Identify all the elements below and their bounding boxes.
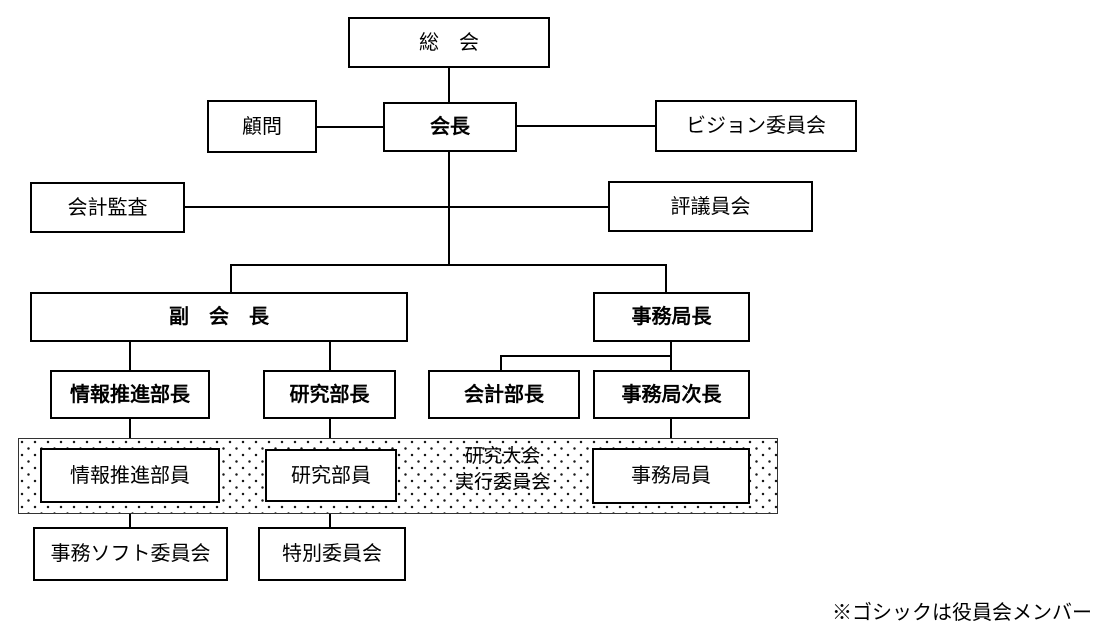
- node-info-promotion-member-label: 情報推進部員: [70, 464, 190, 487]
- node-vision-committee-label: ビジョン委員会: [686, 115, 826, 137]
- node-general-meeting: 総 会: [348, 17, 550, 68]
- connector-audit-council: [185, 206, 608, 208]
- node-secretariat-member: 事務局員: [592, 448, 750, 504]
- node-accounting-audit: 会計監査: [30, 182, 185, 233]
- research-conference-zone-label: 研究大会 実行委員会: [425, 444, 580, 495]
- node-secretariat-chief-label: 事務局長: [631, 306, 712, 328]
- connector-research-chief-member: [329, 419, 331, 449]
- node-research-member-label: 研究部員: [291, 464, 371, 487]
- connector-branch-vice-president: [230, 264, 232, 292]
- node-accounting-audit-label: 会計監査: [67, 196, 148, 219]
- node-advisor-label: 顧問: [242, 115, 282, 138]
- node-secretariat-deputy-label: 事務局次長: [621, 383, 722, 406]
- node-info-promotion-member: 情報推進部員: [40, 448, 220, 503]
- node-research-member: 研究部員: [265, 449, 397, 502]
- node-general-meeting-label: 総 会: [419, 31, 479, 54]
- connector-branch-horizontal: [230, 264, 667, 266]
- node-president-label: 会長: [430, 116, 470, 138]
- node-office-soft-committee: 事務ソフト委員会: [33, 527, 228, 581]
- node-accounting-chief: 会計部長: [428, 370, 580, 419]
- connector-info-chief-member: [129, 419, 131, 448]
- node-research-chief: 研究部長: [263, 370, 396, 419]
- connector-branch-secretariat-chief: [665, 264, 667, 292]
- zone-label-line2: 実行委員会: [454, 471, 550, 493]
- connector-president-down: [448, 152, 450, 265]
- node-special-committee-label: 特別委員会: [282, 543, 382, 565]
- connector-advisor-president: [317, 126, 383, 128]
- node-info-promotion-chief-label: 情報推進部長: [70, 383, 190, 406]
- node-secretariat-chief: 事務局長: [593, 292, 750, 342]
- connector-vice-info-chief: [129, 342, 131, 370]
- node-secretariat-member-label: 事務局員: [631, 465, 711, 487]
- node-president: 会長: [383, 102, 517, 152]
- connector-research-member-special-committee: [329, 502, 331, 527]
- node-research-chief-label: 研究部長: [289, 383, 370, 406]
- node-council: 評議員会: [608, 181, 813, 232]
- zone-label-line1: 研究大会: [464, 446, 541, 467]
- node-info-promotion-chief: 情報推進部長: [50, 370, 210, 419]
- connector-chief-accounting-horizontal: [500, 355, 672, 357]
- node-vice-president-label: 副 会 長: [169, 306, 269, 328]
- node-office-soft-committee-label: 事務ソフト委員会: [50, 543, 211, 565]
- node-advisor: 顧問: [207, 100, 317, 153]
- connector-vice-research-chief: [329, 342, 331, 370]
- node-accounting-chief-label: 会計部長: [464, 383, 544, 406]
- connector-chief-accounting-drop: [500, 355, 502, 370]
- connector-deputy-secretariat-member: [670, 419, 672, 448]
- node-council-label: 評議員会: [670, 195, 751, 218]
- node-special-committee: 特別委員会: [258, 527, 406, 581]
- connector-meeting-president: [448, 68, 450, 102]
- node-vice-president: 副 会 長: [30, 292, 408, 342]
- node-vision-committee: ビジョン委員会: [655, 100, 857, 152]
- connector-president-vision: [517, 125, 655, 127]
- connector-info-member-soft-committee: [129, 503, 131, 527]
- legend-note: ※ゴシックは役員会メンバー: [832, 602, 1092, 624]
- node-secretariat-deputy: 事務局次長: [593, 370, 750, 419]
